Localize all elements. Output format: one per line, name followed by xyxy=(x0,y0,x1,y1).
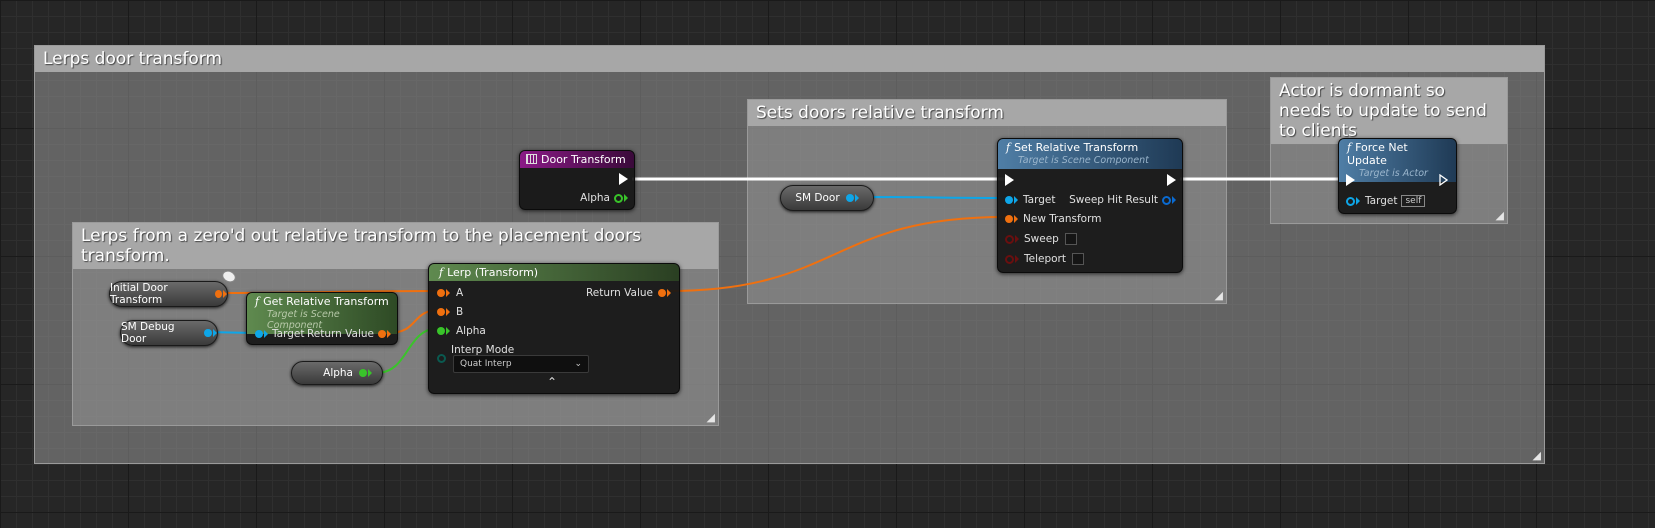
pin-arrow-icon xyxy=(667,289,671,297)
pin-arrow-icon xyxy=(446,327,450,335)
comment-title: Sets doors relative transform xyxy=(748,100,1226,126)
a-in-pin[interactable]: A xyxy=(437,287,463,299)
pin-arrow-icon xyxy=(223,290,227,298)
transform-wire-lerp-to-set xyxy=(667,216,1006,292)
float-pin-icon[interactable] xyxy=(359,369,367,377)
resize-handle-icon[interactable]: ◢ xyxy=(1495,209,1504,222)
object-pin-icon[interactable] xyxy=(204,329,212,337)
pin-arrow-icon xyxy=(1172,196,1176,204)
comment-title: Actor is dormant so needs to update to s… xyxy=(1271,78,1507,144)
transform-pin-icon xyxy=(437,308,445,316)
pin-arrow-icon xyxy=(1014,215,1018,223)
b-in-pin[interactable]: B xyxy=(437,306,463,318)
return-value-out-pin[interactable]: Return Value xyxy=(307,328,391,340)
pin-arrow-icon xyxy=(446,308,450,316)
pin-arrow-icon xyxy=(1356,197,1360,205)
sweep-in-pin[interactable]: Sweep xyxy=(1005,233,1077,245)
exec-arrow-icon xyxy=(619,173,628,185)
pin-arrow-icon xyxy=(264,330,268,338)
transform-pin-icon xyxy=(658,289,666,297)
exec-in-pin[interactable] xyxy=(1346,174,1355,186)
pin-arrow-icon xyxy=(213,329,217,337)
float-pin-icon xyxy=(437,327,445,335)
object-pin-icon xyxy=(255,330,263,338)
transform-pin-icon xyxy=(1005,215,1013,223)
float-pin-icon xyxy=(614,193,623,203)
return-value-out-pin[interactable]: Return Value xyxy=(586,287,671,299)
interp-mode-dropdown[interactable]: Quat Interp ⌄ xyxy=(453,355,589,373)
resize-handle-icon[interactable]: ◢ xyxy=(1214,289,1223,302)
pin-arrow-icon xyxy=(854,194,859,202)
transform-pin-icon xyxy=(378,330,386,338)
pin-arrow-icon xyxy=(624,194,628,202)
node-door-transform[interactable]: Door Transform Alpha xyxy=(519,150,635,210)
object-wire-smdoor-to-target xyxy=(865,196,1006,199)
exec-arrow-icon xyxy=(1167,174,1176,186)
interp-mode-label: Interp Mode xyxy=(451,344,515,356)
node-sm-door[interactable]: SM Door xyxy=(780,185,874,211)
timeline-icon xyxy=(526,154,537,164)
enum-pin-icon xyxy=(437,354,446,363)
transform-pin-icon[interactable] xyxy=(215,290,222,298)
target-in-pin[interactable]: Target self xyxy=(1346,195,1426,207)
pin-arrow-icon xyxy=(368,369,372,377)
new-transform-in-pin[interactable]: New Transform xyxy=(1005,213,1101,225)
pin-arrow-icon xyxy=(446,289,450,297)
chevron-down-icon: ⌄ xyxy=(574,359,582,369)
node-header: Door Transform xyxy=(520,151,634,168)
pin-arrow-icon xyxy=(1014,196,1018,204)
bool-pin-icon xyxy=(1005,234,1014,244)
pin-arrow-icon xyxy=(1015,235,1019,243)
exec-out-pin[interactable] xyxy=(1439,174,1448,186)
sweep-hit-result-out-pin[interactable]: Sweep Hit Result xyxy=(1069,194,1176,206)
node-initial-door-transform[interactable]: Initial Door Transform xyxy=(109,281,228,307)
pin-arrow-icon xyxy=(1015,255,1019,263)
collapse-advanced-chevron-up-icon[interactable]: ⌃ xyxy=(547,375,558,389)
object-pin-icon xyxy=(1346,196,1355,206)
teleport-in-pin[interactable]: Teleport xyxy=(1005,253,1084,265)
comment-title: Lerps from a zero'd out relative transfo… xyxy=(73,223,718,269)
resize-handle-icon[interactable]: ◢ xyxy=(706,411,715,424)
exec-out-pin[interactable] xyxy=(1167,174,1176,186)
comment-title: Lerps door transform xyxy=(35,46,1544,72)
resize-handle-icon[interactable]: ◢ xyxy=(1532,449,1541,462)
target-in-pin[interactable]: Target xyxy=(1005,194,1055,206)
target-in-pin[interactable]: Target xyxy=(255,328,304,340)
struct-pin-icon xyxy=(1162,195,1171,205)
exec-out-pin[interactable] xyxy=(619,173,628,185)
exec-arrow-outline-icon xyxy=(1439,174,1448,186)
comment-actor-dormant[interactable]: Actor is dormant so needs to update to s… xyxy=(1270,77,1508,224)
function-icon: f xyxy=(255,295,260,308)
sweep-checkbox[interactable] xyxy=(1064,233,1077,245)
bool-pin-icon xyxy=(1005,254,1014,264)
exec-in-pin[interactable] xyxy=(1005,174,1014,186)
function-icon: f xyxy=(439,266,444,279)
object-pin-icon xyxy=(1005,196,1013,204)
exec-arrow-icon xyxy=(1005,174,1014,186)
exec-arrow-icon xyxy=(1346,174,1355,186)
alpha-in-pin[interactable]: Alpha xyxy=(437,325,486,337)
self-value-box[interactable]: self xyxy=(1401,195,1426,207)
function-icon: f xyxy=(1347,141,1352,154)
interp-mode-pin[interactable] xyxy=(437,354,446,363)
alpha-out-pin[interactable]: Alpha xyxy=(580,192,628,204)
object-pin-icon[interactable] xyxy=(845,194,854,202)
teleport-checkbox[interactable] xyxy=(1072,253,1084,265)
transform-pin-icon xyxy=(437,289,445,297)
function-icon: f xyxy=(1006,141,1011,154)
node-alpha-variable[interactable]: Alpha xyxy=(291,361,383,385)
node-sm-debug-door[interactable]: SM Debug Door xyxy=(120,320,218,346)
pin-arrow-icon xyxy=(387,330,391,338)
